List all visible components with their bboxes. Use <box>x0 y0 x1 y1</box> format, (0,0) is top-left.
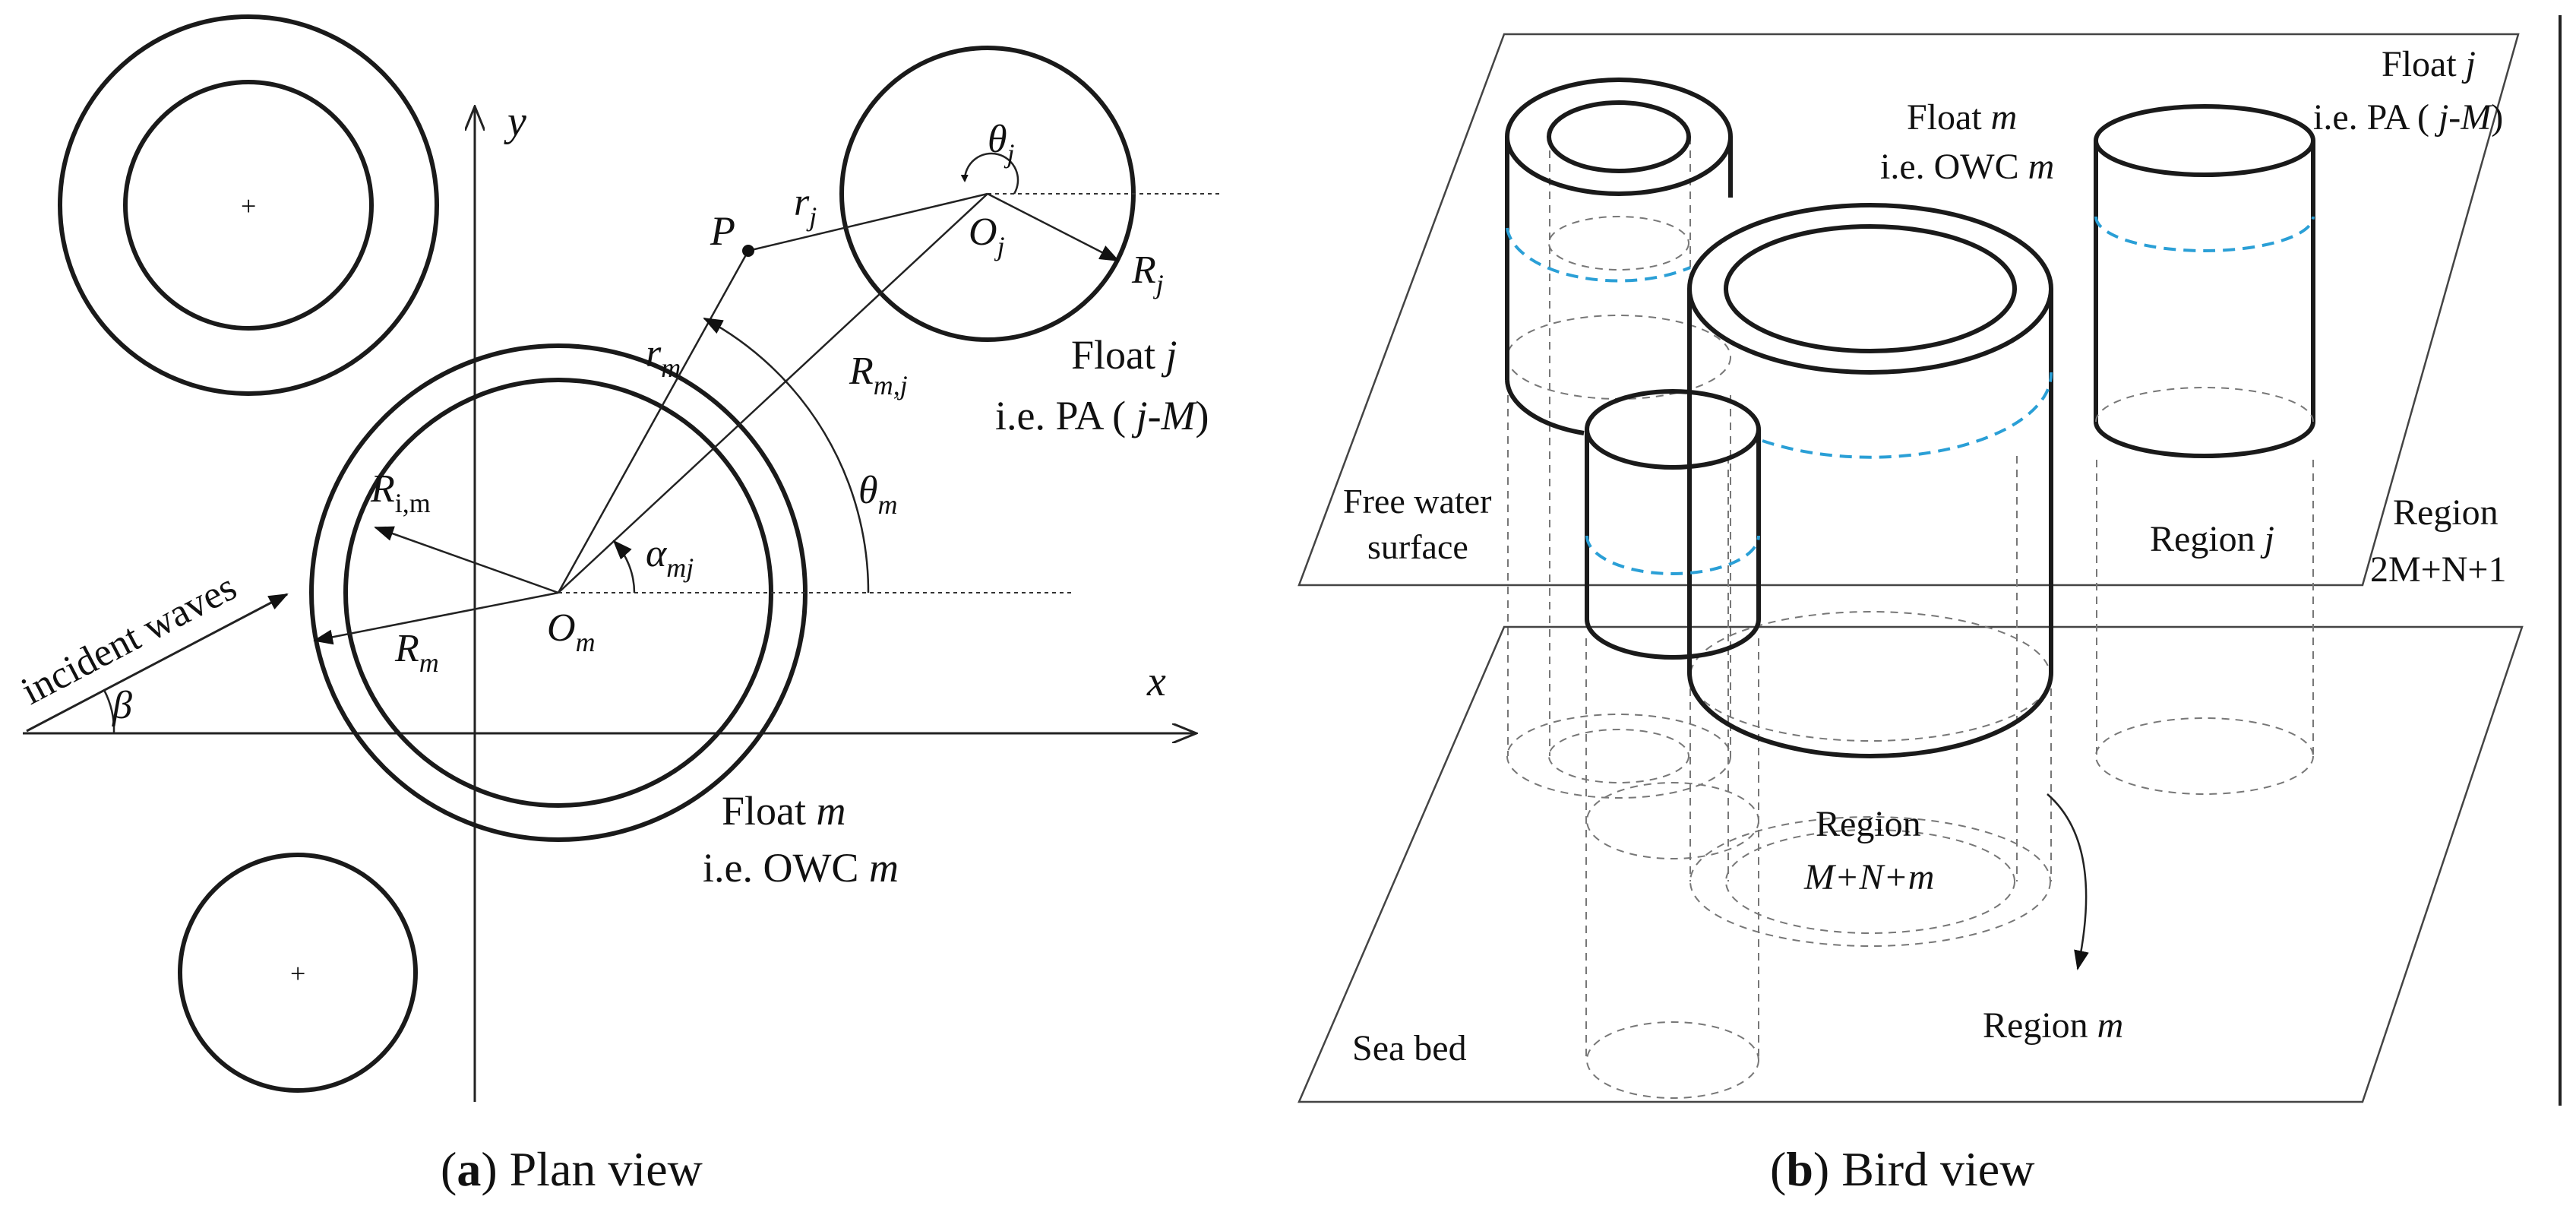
label-b-float-j-line2: i.e. PA ( j-M) <box>2313 97 2503 138</box>
label-region-mnm-line1: Region <box>1816 804 1921 844</box>
axis-y-label: y <box>504 98 526 145</box>
label-alpha-mj: αmj <box>646 532 694 583</box>
float-j-cylinder <box>2094 104 2315 458</box>
label-region-mnm-line2: M+N+m <box>1803 857 1934 897</box>
label-beta: β <box>112 684 132 727</box>
float-bottom-left-center-mark: + <box>290 958 305 989</box>
label-free-water-line1: Free water <box>1343 482 1491 521</box>
vector-r-j <box>748 192 988 252</box>
label-r-j: rj <box>794 181 817 232</box>
label-o-j: Oj <box>969 210 1005 261</box>
vector-r-im <box>374 526 559 594</box>
caption-a: (a) Plan view <box>441 1142 703 1196</box>
label-region-j: Region j <box>2150 519 2274 559</box>
axis-x-label: x <box>1146 658 1166 705</box>
label-float-j-line1: Float j <box>1071 332 1177 378</box>
incident-wave-arrow <box>26 593 289 733</box>
vector-big-r-j <box>987 192 1120 262</box>
label-float-m-line1: Float m <box>722 788 846 834</box>
label-r-mj: Rm,j <box>849 350 908 400</box>
caption-b: (b) Bird view <box>1770 1142 2034 1196</box>
label-b-float-m-line1: Float m <box>1907 97 2017 138</box>
label-big-r-j: Rj <box>1131 248 1164 299</box>
label-o-m: Om <box>547 606 596 657</box>
vector-big-r-m <box>313 591 559 645</box>
label-sea-bed: Sea bed <box>1352 1028 1467 1068</box>
point-p-label: P <box>710 208 735 254</box>
theta-m-arc <box>703 317 870 593</box>
label-r-m: rm <box>646 332 681 383</box>
float-top-left-center-mark: + <box>241 191 256 221</box>
label-theta-m: θm <box>858 469 898 520</box>
vector-r-mj <box>558 193 988 593</box>
label-r-im: Ri,m <box>370 467 431 518</box>
theta-j-arc <box>960 152 1019 195</box>
beta-arc <box>103 689 115 734</box>
label-theta-j: θj <box>988 118 1015 169</box>
point-p-dot <box>742 245 754 257</box>
float-top-left-inner <box>123 80 374 331</box>
free-water-surface-plane <box>1297 33 2520 587</box>
float-small-cylinder <box>1585 389 1761 660</box>
float-bottom-left <box>178 853 418 1093</box>
float-annulus-top-left <box>1505 78 1733 435</box>
panel-b-bird-view: Float j i.e. PA ( j-M) Float m i.e. OWC … <box>1297 15 2562 1196</box>
sea-bed-plane <box>1297 625 2524 1103</box>
label-float-m-line2: i.e. OWC m <box>703 845 899 891</box>
float-top-left-outer <box>58 14 439 396</box>
label-region-outer-line2: 2M+N+1 <box>2370 549 2506 590</box>
label-big-r-m: Rm <box>394 627 439 678</box>
float-m-big-annulus <box>1687 203 2053 758</box>
vector-r-m <box>557 250 750 593</box>
label-b-float-m-line2: i.e. OWC m <box>1880 147 2054 187</box>
alpha-mj-arc <box>612 540 636 593</box>
label-free-water-line2: surface <box>1367 527 1468 566</box>
label-region-outer-line1: Region <box>2393 492 2499 533</box>
label-float-j-line2: i.e. PA ( j-M) <box>995 393 1209 438</box>
label-b-float-j-line1: Float j <box>2382 44 2476 84</box>
panel-a-plan-view: x y + + P rj θj <box>14 14 1219 1196</box>
label-region-m: Region m <box>1983 1005 2123 1046</box>
region-m-pointer-arrow <box>2047 793 2089 970</box>
